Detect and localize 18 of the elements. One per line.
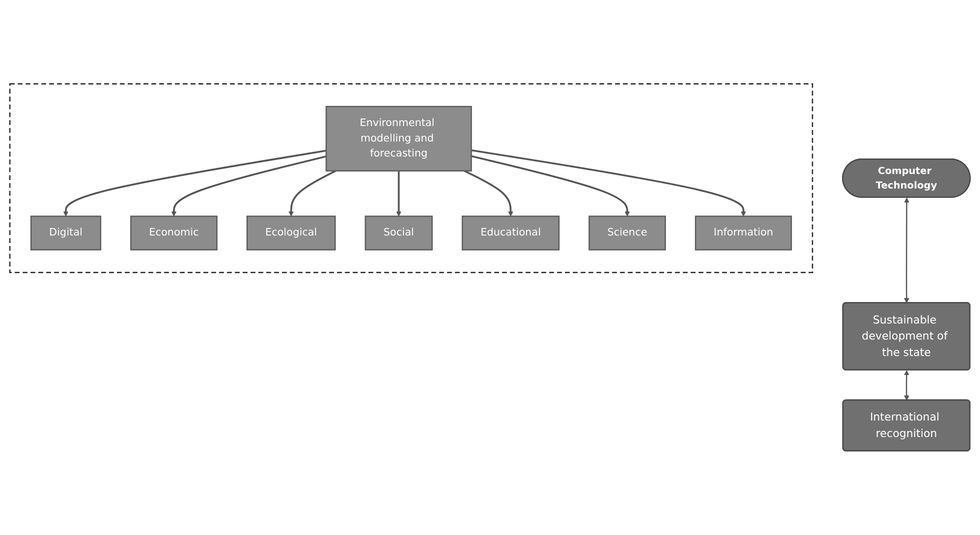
- node-box: Information: [694, 216, 792, 251]
- arrow: [63, 150, 326, 217]
- cluster: [9, 83, 814, 274]
- arrow: [171, 156, 326, 217]
- arrow: [904, 370, 910, 401]
- arrow: [471, 150, 746, 217]
- node-box: Educational: [462, 216, 560, 251]
- node-box: Economic: [130, 216, 218, 251]
- arrow: [904, 198, 910, 304]
- node-box: Environmental modelling and forecasting: [326, 106, 472, 172]
- node-box: Science: [588, 216, 666, 251]
- node-box: Digital: [30, 216, 102, 251]
- arrow: [471, 155, 630, 217]
- node-box: Social: [364, 216, 433, 251]
- arrow: [288, 170, 336, 217]
- node-box: Ecological: [246, 216, 336, 251]
- arrow: [396, 171, 402, 217]
- arrow: [464, 170, 514, 217]
